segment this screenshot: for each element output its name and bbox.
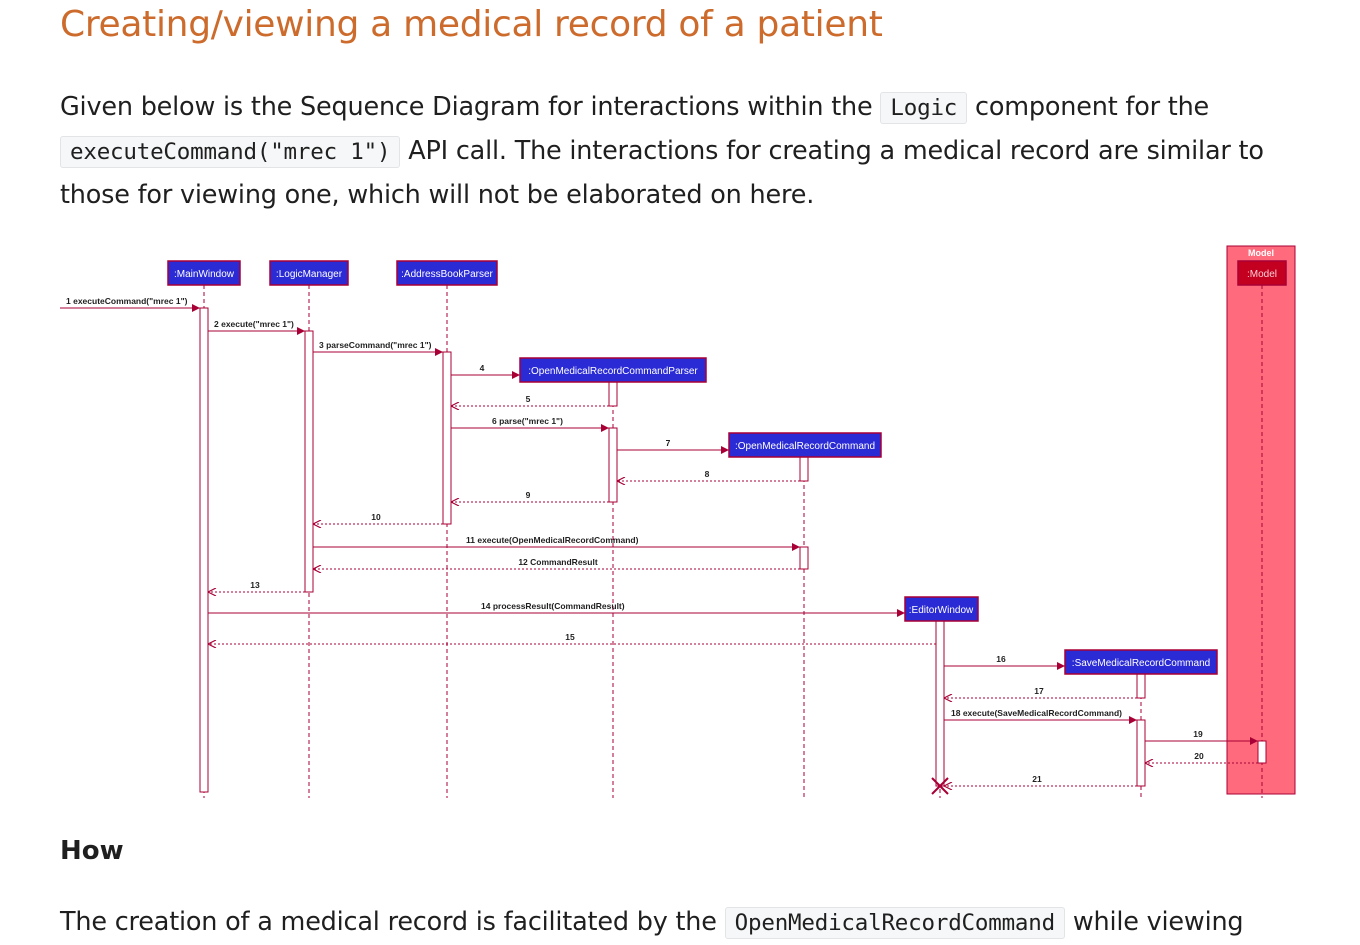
section-heading: Creating/viewing a medical record of a p… <box>60 4 883 45</box>
intro-text-1: Given below is the Sequence Diagram for … <box>60 92 881 122</box>
message-labels: 1 executeCommand("mrec 1") 2 execute("mr… <box>66 296 1204 784</box>
model-group-box <box>1226 245 1296 795</box>
activation-omr-parser-2 <box>608 427 618 503</box>
message-10-label: 10 <box>371 512 381 522</box>
message-1-label: 1 executeCommand("mrec 1") <box>66 296 188 306</box>
participant-omr-parser: :OpenMedicalRecordCommandParser <box>519 357 707 383</box>
intro-text-2: component for the <box>967 92 1210 122</box>
participant-logic-manager: :LogicManager <box>269 260 349 286</box>
activation-bars <box>199 307 1267 793</box>
participant-logic-manager-label: :LogicManager <box>276 269 343 280</box>
outro-paragraph: The creation of a medical record is faci… <box>60 901 1320 945</box>
message-4-label: 4 <box>480 363 485 373</box>
message-6-label: 6 parse("mrec 1") <box>492 416 563 426</box>
outro-text-2: while viewing <box>1064 907 1244 937</box>
sequence-diagram: Model <box>60 245 1296 798</box>
inline-code-execute-command: executeCommand("mrec 1") <box>60 136 401 168</box>
message-11-label: 11 execute(OpenMedicalRecordCommand) <box>466 535 639 545</box>
participant-smr-command: :SaveMedicalRecordCommand <box>1064 649 1218 675</box>
outro-text-1: The creation of a medical record is faci… <box>60 907 725 937</box>
participant-main-window: :MainWindow <box>167 260 241 286</box>
participant-address-book-parser-label: :AddressBookParser <box>401 269 493 280</box>
activation-main-window <box>199 307 209 793</box>
message-15-label: 15 <box>565 632 575 642</box>
intro-text-3: API call. The interactions for creating … <box>60 136 1264 210</box>
how-heading: How <box>60 836 124 866</box>
message-19-label: 19 <box>1193 729 1203 739</box>
message-18-label: 18 execute(SaveMedicalRecordCommand) <box>951 708 1122 718</box>
participant-main-window-label: :MainWindow <box>174 269 235 280</box>
intro-paragraph: Given below is the Sequence Diagram for … <box>60 86 1300 217</box>
activation-editor-window <box>935 620 945 787</box>
activation-omr-command-1 <box>799 456 809 482</box>
participant-editor-window-label: :EditorWindow <box>909 605 974 616</box>
participant-model-label: :Model <box>1247 269 1277 280</box>
participant-editor-window: :EditorWindow <box>904 596 979 622</box>
message-12-label: 12 CommandResult <box>518 557 598 567</box>
message-21-label: 21 <box>1032 774 1042 784</box>
message-20-label: 20 <box>1194 751 1204 761</box>
activation-address-book-parser <box>442 351 452 525</box>
message-9-label: 9 <box>526 490 531 500</box>
message-13-label: 13 <box>250 580 260 590</box>
message-5-label: 5 <box>526 394 531 404</box>
activation-omr-command-2 <box>799 546 809 570</box>
participant-model: :Model <box>1237 260 1287 286</box>
activation-model <box>1257 740 1267 764</box>
participant-address-book-parser: :AddressBookParser <box>396 260 498 286</box>
activation-omr-parser-1 <box>608 381 618 407</box>
message-14-label: 14 processResult(CommandResult) <box>481 601 625 611</box>
participant-omr-command-label: :OpenMedicalRecordCommand <box>735 441 875 452</box>
inline-code-logic: Logic <box>880 92 968 124</box>
message-17-label: 17 <box>1034 686 1044 696</box>
message-2-label: 2 execute("mrec 1") <box>214 319 294 329</box>
activation-smr-command-2 <box>1136 719 1146 787</box>
message-8-label: 8 <box>705 469 710 479</box>
model-group-title: Model <box>1248 248 1274 258</box>
activation-smr-command-1 <box>1136 673 1146 699</box>
destroy-mark <box>931 777 949 795</box>
activation-logic-manager <box>304 330 314 593</box>
message-3-label: 3 parseCommand("mrec 1") <box>319 340 432 350</box>
participant-omr-parser-label: :OpenMedicalRecordCommandParser <box>528 366 698 377</box>
message-7-label: 7 <box>666 438 671 448</box>
inline-code-open-medical-record-command: OpenMedicalRecordCommand <box>724 907 1065 939</box>
participant-smr-command-label: :SaveMedicalRecordCommand <box>1072 658 1210 669</box>
participant-omr-command: :OpenMedicalRecordCommand <box>728 432 882 458</box>
message-16-label: 16 <box>996 654 1006 664</box>
lifelines <box>203 285 1263 798</box>
